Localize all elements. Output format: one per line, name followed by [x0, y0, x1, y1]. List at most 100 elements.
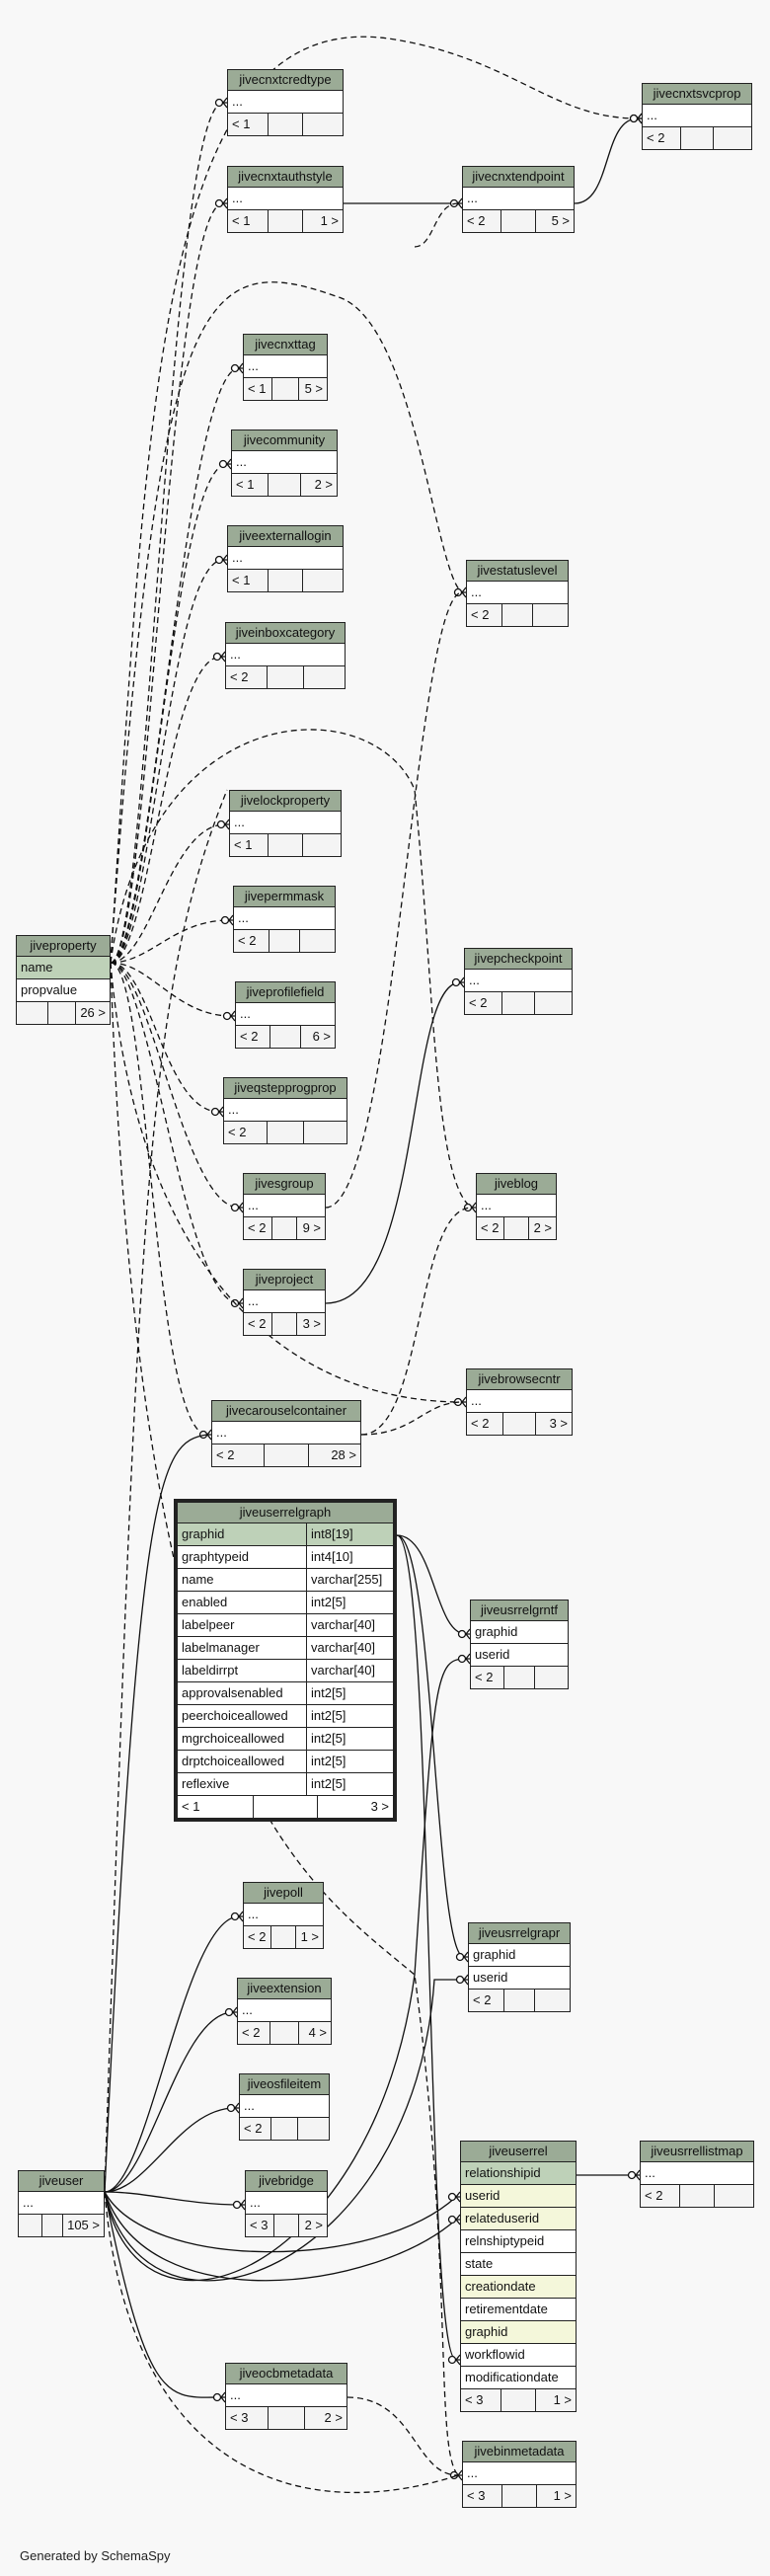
child-count[interactable]: 5 >	[551, 213, 571, 228]
table-header-jivecnxtendpoint[interactable]: jivecnxtendpoint	[463, 167, 574, 188]
table-header-jiveproject[interactable]: jiveproject	[244, 1270, 325, 1290]
parent-count[interactable]: < 2	[471, 1667, 505, 1688]
row-count[interactable]	[265, 1444, 310, 1466]
collapsed-columns[interactable]: ...	[244, 1290, 325, 1313]
child-count[interactable]	[303, 114, 343, 135]
collapsed-columns[interactable]: ...	[228, 188, 343, 210]
collapsed-columns[interactable]: ...	[228, 91, 343, 114]
table-header-jiveprofilefield[interactable]: jiveprofilefield	[236, 982, 335, 1003]
child-count[interactable]: 3 >	[302, 1316, 321, 1331]
column-name[interactable]: name	[17, 957, 110, 979]
child-count[interactable]: 2 >	[533, 1220, 552, 1235]
parent-count[interactable]: < 2	[467, 1413, 504, 1435]
row-count[interactable]	[501, 2389, 537, 2411]
parent-count[interactable]: < 2	[212, 1444, 265, 1466]
parent-count[interactable]: < 2	[240, 2118, 271, 2140]
child-count[interactable]: 2 >	[324, 2410, 343, 2425]
column-userid[interactable]: userid	[469, 1967, 570, 1990]
table-header-jivepermmask[interactable]: jivepermmask	[234, 887, 335, 907]
table-header-jiveextension[interactable]: jiveextension	[238, 1979, 331, 1999]
child-count[interactable]: 2 >	[314, 477, 333, 492]
child-count[interactable]	[303, 570, 343, 591]
column-state[interactable]: state	[461, 2253, 576, 2276]
child-count[interactable]: 1 >	[300, 1929, 319, 1944]
row-count[interactable]	[270, 930, 301, 952]
row-count[interactable]	[272, 1217, 298, 1239]
table-header-jivelockproperty[interactable]: jivelockproperty	[230, 791, 341, 812]
row-count[interactable]	[268, 666, 304, 688]
column-graphid[interactable]: graphid	[461, 2321, 576, 2344]
collapsed-columns[interactable]: ...	[240, 2095, 329, 2118]
column-graphid[interactable]: graphid	[471, 1621, 568, 1644]
table-header-jiveusrrelgrapr[interactable]: jiveusrrelgrapr	[469, 1923, 570, 1944]
parent-count[interactable]	[17, 1002, 49, 1024]
row-count[interactable]	[270, 2022, 299, 2044]
parent-count[interactable]: < 2	[467, 604, 502, 626]
parent-count[interactable]: < 3	[246, 2215, 274, 2236]
parent-count[interactable]: < 3	[226, 2407, 269, 2429]
parent-count[interactable]: < 1	[228, 210, 269, 232]
table-header-jiveproperty[interactable]: jiveproperty	[17, 936, 110, 957]
column-graphid[interactable]: graphid	[469, 1944, 570, 1967]
table-header-jivebinmetadata[interactable]: jivebinmetadata	[463, 2442, 576, 2462]
collapsed-columns[interactable]: ...	[224, 1099, 346, 1122]
child-count[interactable]: 3 >	[370, 1799, 389, 1814]
table-header-jivecarouselcontainer[interactable]: jivecarouselcontainer	[212, 1401, 360, 1422]
collapsed-columns[interactable]: ...	[238, 1999, 331, 2022]
parent-count[interactable]: < 2	[238, 2022, 270, 2044]
child-count[interactable]	[300, 930, 335, 952]
row-count[interactable]	[681, 127, 715, 149]
table-header-jivestatuslevel[interactable]: jivestatuslevel	[467, 561, 568, 582]
row-count[interactable]	[501, 210, 536, 232]
child-count[interactable]	[535, 1667, 568, 1688]
table-header-jiveinboxcategory[interactable]: jiveinboxcategory	[226, 623, 345, 644]
child-count[interactable]: 2 >	[304, 2218, 323, 2232]
row-count[interactable]	[504, 1990, 536, 2011]
child-count[interactable]: 9 >	[302, 1220, 321, 1235]
row-count[interactable]	[269, 210, 304, 232]
parent-count[interactable]: < 2	[244, 1217, 272, 1239]
table-header-jiveusrrelgrntf[interactable]: jiveusrrelgrntf	[471, 1600, 568, 1621]
table-header-jiveocbmetadata[interactable]: jiveocbmetadata	[226, 2364, 346, 2384]
table-header-jivebrowsecntr[interactable]: jivebrowsecntr	[467, 1369, 572, 1390]
table-header-jiveuser[interactable]: jiveuser	[19, 2171, 104, 2192]
table-header-jivesgroup[interactable]: jivesgroup	[244, 1174, 325, 1195]
parent-count[interactable]: < 1	[178, 1796, 254, 1818]
child-count[interactable]	[303, 834, 341, 856]
collapsed-columns[interactable]: ...	[467, 582, 568, 604]
parent-count[interactable]: < 2	[234, 930, 270, 952]
parent-count[interactable]: < 2	[641, 2185, 681, 2207]
parent-count[interactable]: < 3	[461, 2389, 501, 2411]
collapsed-columns[interactable]: ...	[234, 907, 335, 930]
child-count[interactable]	[715, 2185, 753, 2207]
child-count[interactable]	[533, 604, 568, 626]
row-count[interactable]	[268, 1122, 305, 1143]
parent-count[interactable]: < 2	[244, 1926, 272, 1948]
parent-count[interactable]: < 2	[643, 127, 681, 149]
collapsed-columns[interactable]: ...	[19, 2192, 104, 2215]
row-count[interactable]	[271, 1926, 296, 1948]
parent-count[interactable]: < 1	[228, 570, 269, 591]
row-count[interactable]	[503, 1413, 536, 1435]
row-count[interactable]	[504, 1667, 535, 1688]
collapsed-columns[interactable]: ...	[641, 2162, 753, 2185]
collapsed-columns[interactable]: ...	[244, 355, 327, 378]
child-count[interactable]: 28 >	[331, 1447, 356, 1462]
collapsed-columns[interactable]: ...	[226, 644, 345, 666]
collapsed-columns[interactable]: ...	[230, 812, 341, 834]
row-count[interactable]	[502, 604, 534, 626]
table-header-jiveqstepprogprop[interactable]: jiveqstepprogprop	[224, 1078, 346, 1099]
row-count[interactable]	[502, 2485, 537, 2507]
parent-count[interactable]: < 2	[244, 1313, 272, 1335]
parent-count[interactable]: < 2	[465, 992, 502, 1014]
parent-count[interactable]: < 2	[226, 666, 269, 688]
